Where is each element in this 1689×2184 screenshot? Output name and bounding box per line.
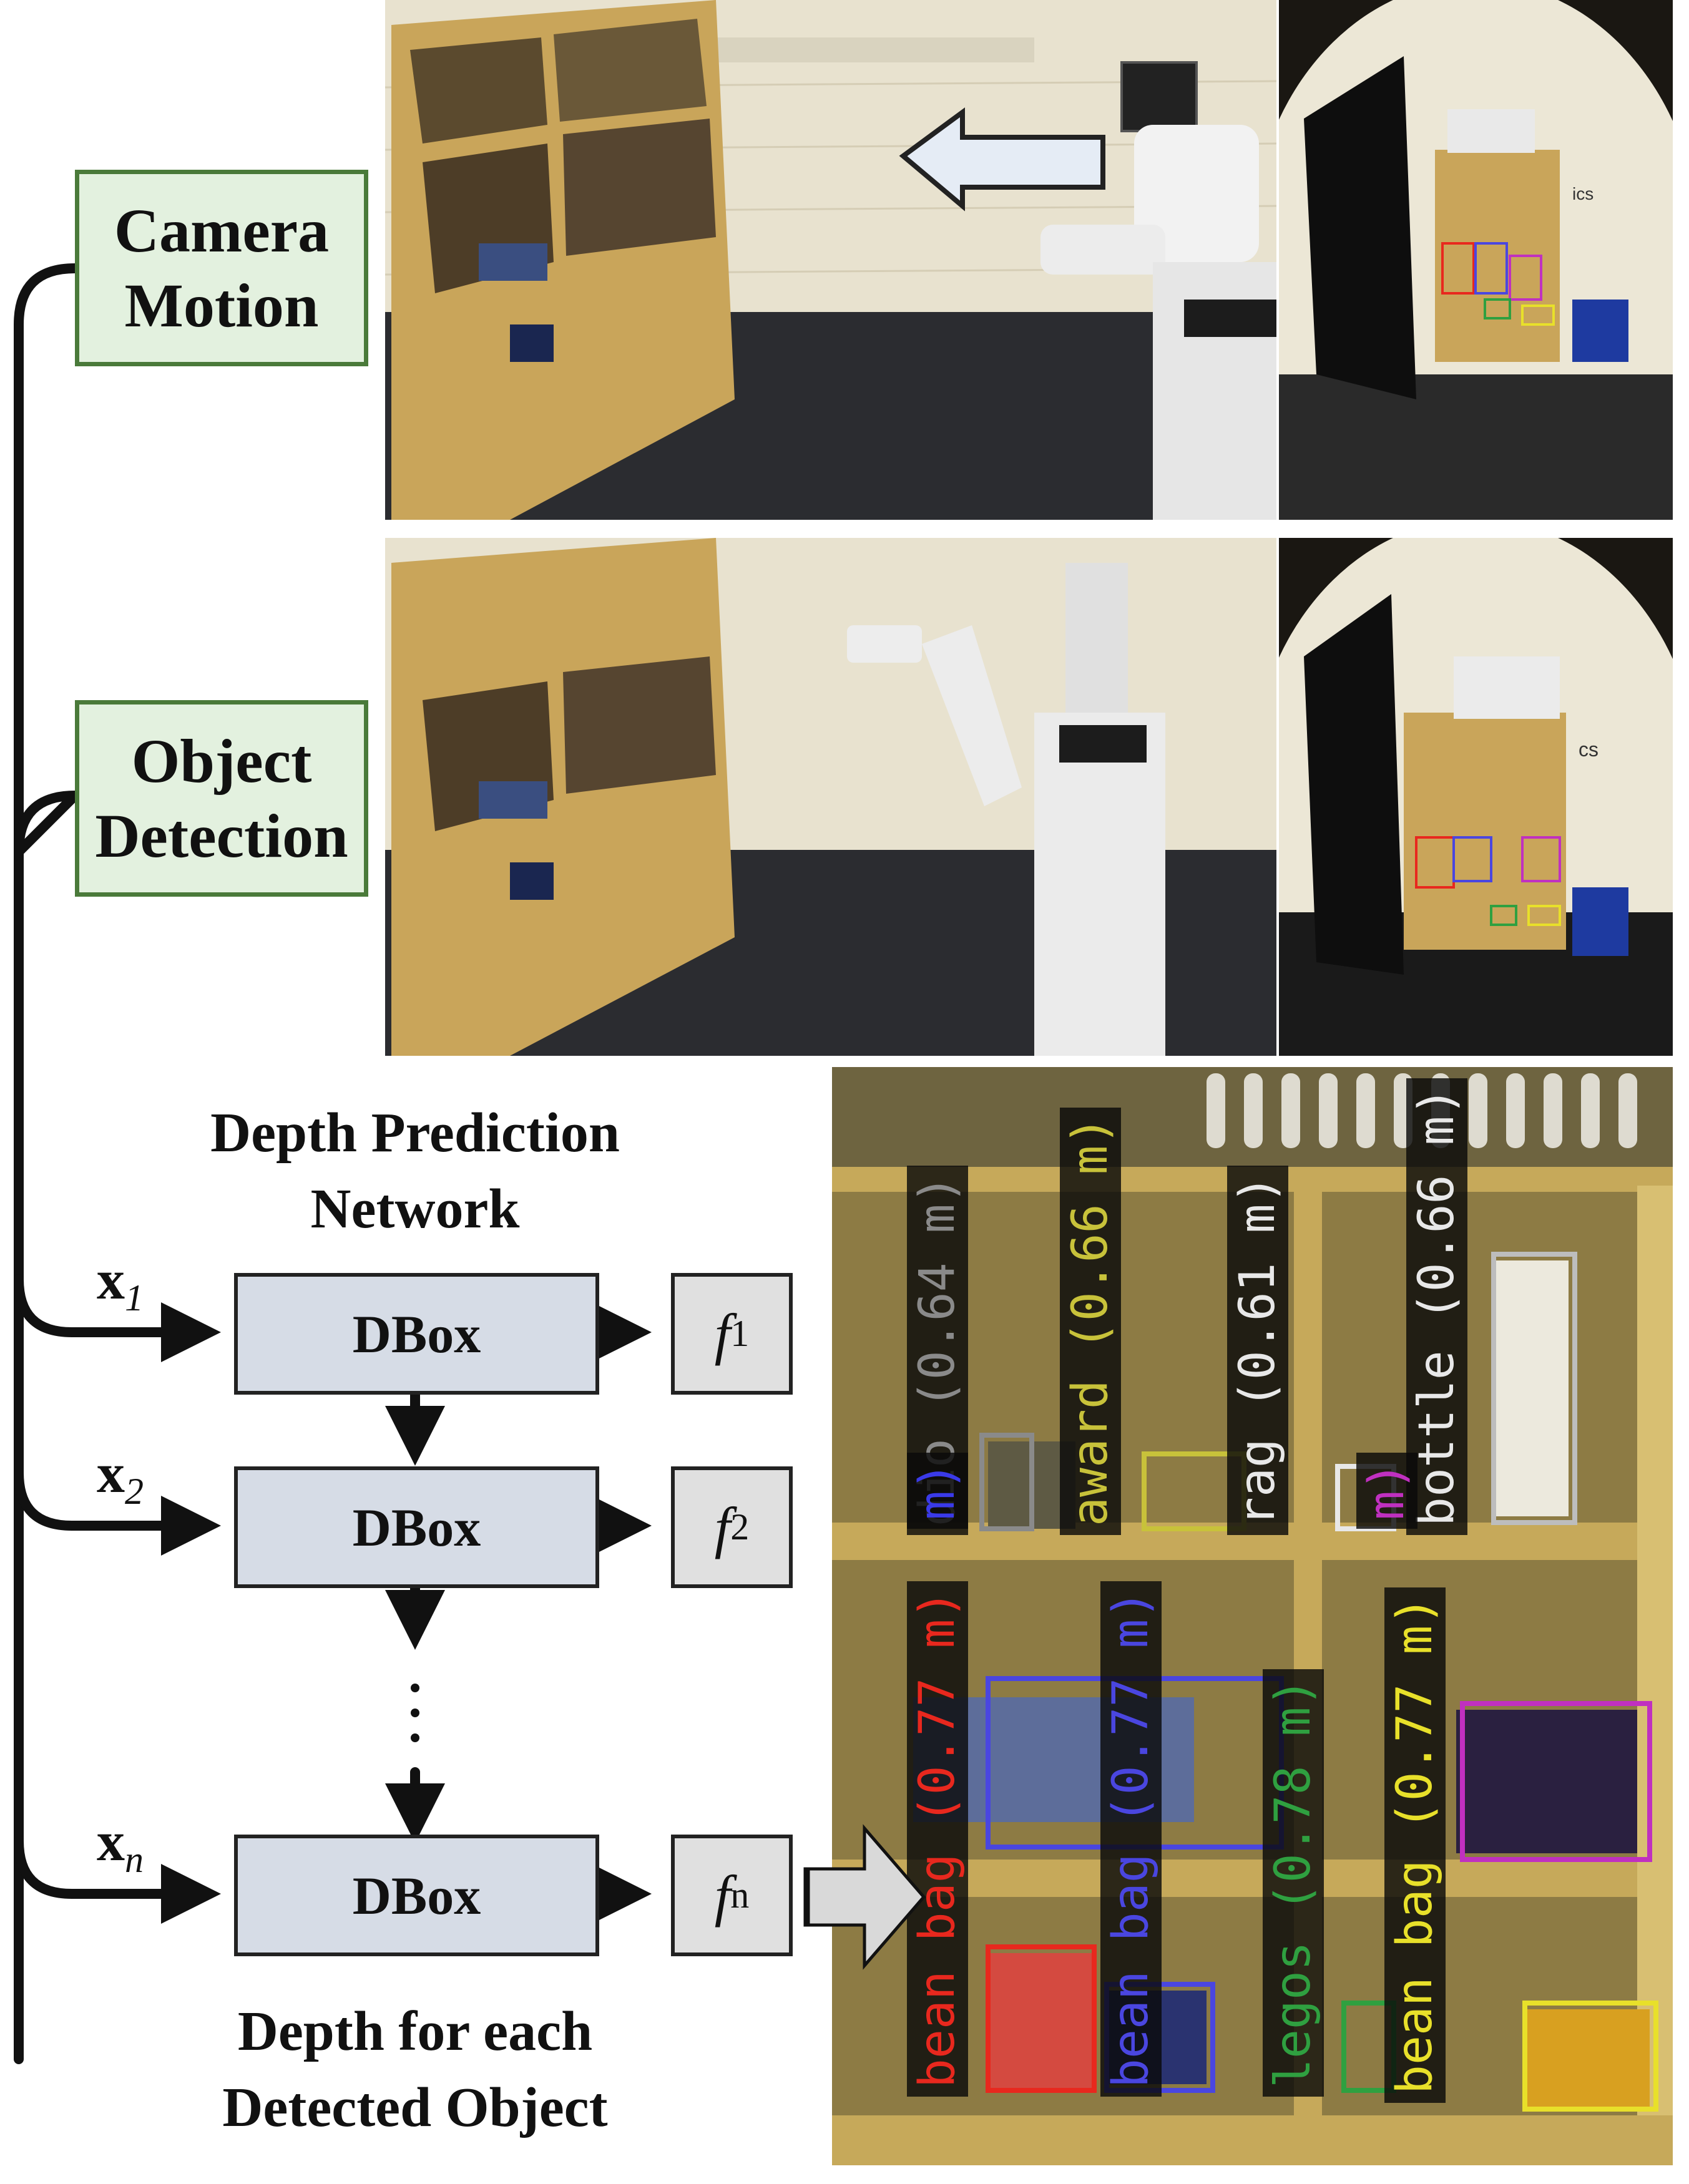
robot-photo-1 <box>385 0 1276 520</box>
object-detection-line2: Detection <box>95 801 348 870</box>
detection-label-beanbag-blue: bean bag (0.77 m) <box>1100 1581 1162 2097</box>
robot-photo-2 <box>385 538 1276 1056</box>
object-detection-box: Object Detection <box>75 700 368 897</box>
output-f2-subscript: 2 <box>730 1506 750 1548</box>
wall-text-cs: cs <box>1579 738 1598 761</box>
robot-view-1: ics <box>1279 0 1673 520</box>
input-x1-symbol: x <box>97 1249 125 1311</box>
network-title-line2: Network <box>310 1177 520 1240</box>
detection-label-award: award (0.66 m) <box>1060 1107 1121 1535</box>
camera-motion-line1: Camera <box>114 195 330 265</box>
wall-text-ics: ics <box>1572 184 1594 203</box>
detection-fragment-magenta: m) <box>1356 1453 1417 1529</box>
output-caption: Depth for each Detected Object <box>137 1994 693 2145</box>
detection-label-rag: rag (0.61 m) <box>1227 1166 1288 1535</box>
robot-view-2: cs <box>1279 538 1673 1056</box>
input-x2-symbol: x <box>97 1443 125 1504</box>
input-x2: x2 <box>97 1441 144 1513</box>
camera-motion-line2: Motion <box>124 270 319 340</box>
detection-crop: dio (0.64 m) award (0.66 m) rag (0.61 m)… <box>832 1067 1673 2165</box>
detection-fragment-blue: m) <box>907 1453 968 1529</box>
network-title: Depth Prediction Network <box>137 1095 693 1247</box>
network-title-line1: Depth Prediction <box>210 1102 620 1164</box>
output-f1-subscript: 1 <box>730 1313 750 1354</box>
object-detection-line1: Object <box>131 726 312 796</box>
dbox-2: DBox <box>234 1466 599 1588</box>
camera-motion-box: Camera Motion <box>75 170 368 366</box>
input-xn-subscript: n <box>125 1839 144 1880</box>
input-xn: xn <box>97 1810 144 1881</box>
output-f1-symbol: f <box>714 1302 731 1366</box>
output-f2-symbol: f <box>714 1495 731 1559</box>
dbox-1: DBox <box>234 1273 599 1395</box>
output-arrow <box>806 1824 926 1970</box>
input-x2-subscript: 2 <box>125 1471 144 1512</box>
dbox-n: DBox <box>234 1835 599 1956</box>
output-fn-symbol: f <box>714 1863 731 1928</box>
output-caption-line1: Depth for each <box>237 2001 593 2062</box>
output-fn-subscript: n <box>730 1874 750 1916</box>
output-caption-line2: Detected Object <box>222 2076 608 2138</box>
detection-label-legos: legos (0.78 m) <box>1263 1669 1324 2097</box>
input-x1-subscript: 1 <box>125 1277 144 1319</box>
detection-label-beanbag-yellow: bean bag (0.77 m) <box>1384 1587 1446 2103</box>
input-xn-symbol: x <box>97 1811 125 1873</box>
input-x1: x1 <box>97 1248 144 1320</box>
